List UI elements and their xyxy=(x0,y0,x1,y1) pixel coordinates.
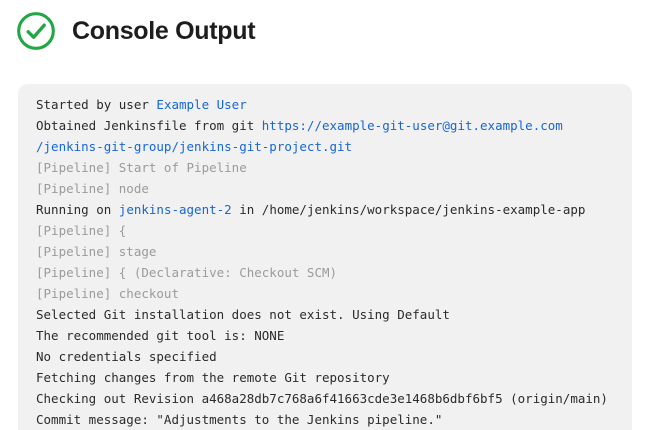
console-line: Running on jenkins-agent-2 in /home/jenk… xyxy=(36,199,614,220)
console-text: Obtained Jenkinsfile from git xyxy=(36,118,262,133)
console-text: Commit message: "Adjustments to the Jenk… xyxy=(36,412,443,427)
console-line: Obtained Jenkinsfile from git https://ex… xyxy=(36,115,614,136)
console-text: No credentials specified xyxy=(36,349,217,364)
console-line: Commit message: "Adjustments to the Jenk… xyxy=(36,409,614,430)
console-line: [Pipeline] stage xyxy=(36,241,614,262)
console-text: [Pipeline] stage xyxy=(36,244,157,259)
console-line: The recommended git tool is: NONE xyxy=(36,325,614,346)
console-line: Started by user Example User xyxy=(36,94,614,115)
console-text: Running on xyxy=(36,202,119,217)
console-line: /jenkins-git-group/jenkins-git-project.g… xyxy=(36,136,614,157)
console-link[interactable]: /jenkins-git-group/jenkins-git-project.g… xyxy=(36,139,353,154)
console-text: [Pipeline] { xyxy=(36,223,127,238)
console-line: [Pipeline] { (Declarative: Checkout SCM) xyxy=(36,262,614,283)
page-title: Console Output xyxy=(72,17,256,45)
check-circle-icon xyxy=(17,12,55,50)
console-line: [Pipeline] node xyxy=(36,178,614,199)
console-text: Checking out Revision a468a28db7c768a6f4… xyxy=(36,391,608,406)
console-line: Fetching changes from the remote Git rep… xyxy=(36,367,614,388)
console-text: Started by user xyxy=(36,97,157,112)
console-link[interactable]: https://example-git-user@git.example.com xyxy=(261,118,563,133)
console-text: Fetching changes from the remote Git rep… xyxy=(36,370,390,385)
console-text: [Pipeline] { (Declarative: Checkout SCM) xyxy=(36,265,338,280)
console-text: The recommended git tool is: NONE xyxy=(36,328,285,343)
console-line: Selected Git installation does not exist… xyxy=(36,304,614,325)
console-text: in /home/jenkins/workspace/jenkins-examp… xyxy=(231,202,586,217)
console-line: [Pipeline] Start of Pipeline xyxy=(36,157,614,178)
console-line: [Pipeline] { xyxy=(36,220,614,241)
console-text: Selected Git installation does not exist… xyxy=(36,307,450,322)
console-link[interactable]: jenkins-agent-2 xyxy=(118,202,232,217)
console-text: [Pipeline] node xyxy=(36,181,149,196)
console-line: Checking out Revision a468a28db7c768a6f4… xyxy=(36,388,614,409)
console-line: [Pipeline] checkout xyxy=(36,283,614,304)
console-link[interactable]: Example User xyxy=(156,97,247,112)
page-header: Console Output xyxy=(16,11,256,51)
console-text: [Pipeline] Start of Pipeline xyxy=(36,160,247,175)
console-text: [Pipeline] checkout xyxy=(36,286,179,301)
console-line: No credentials specified xyxy=(36,346,614,367)
